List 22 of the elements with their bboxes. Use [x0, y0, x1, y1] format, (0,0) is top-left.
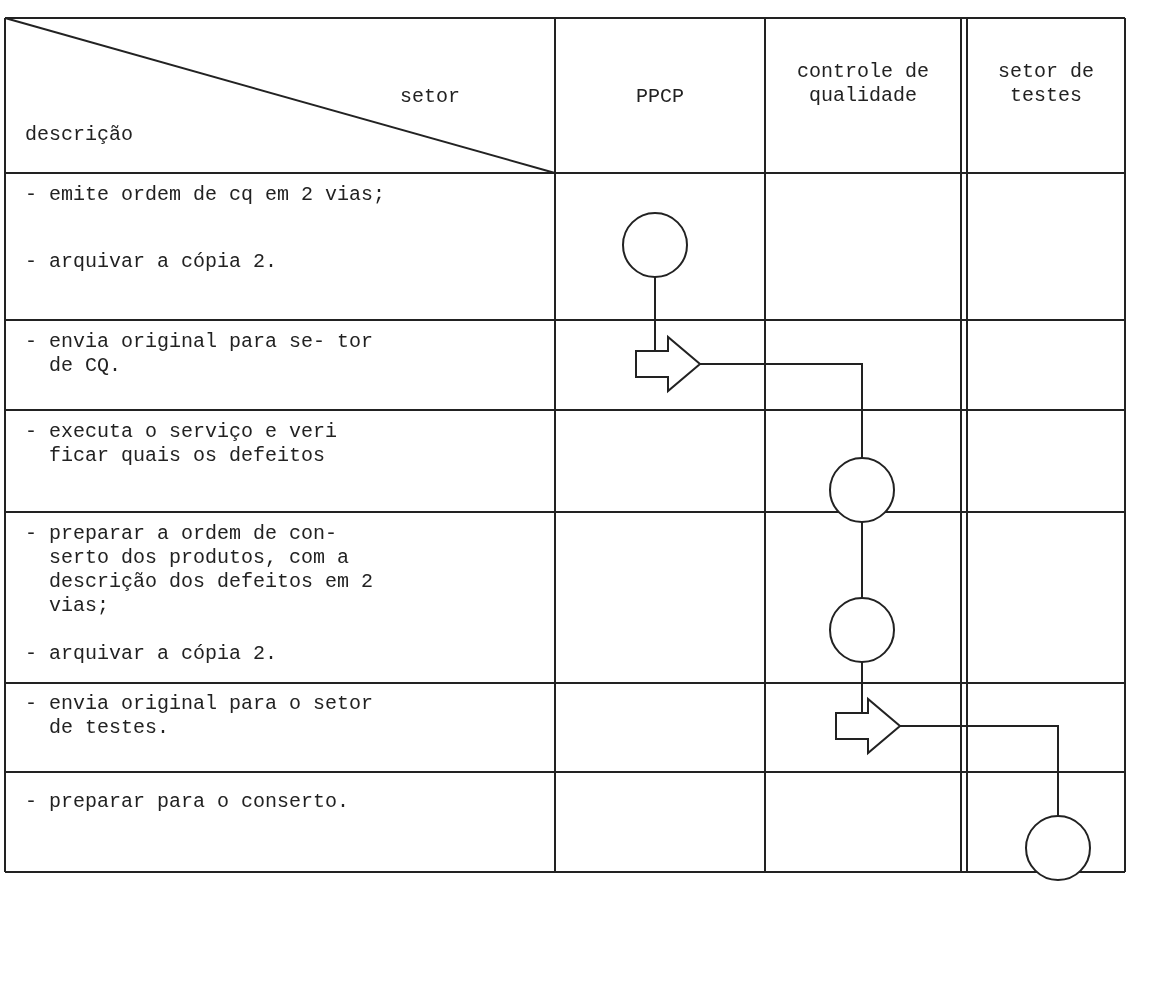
- flow-line: [861, 661, 863, 714]
- step-description: - envia original para o setor de testes.: [25, 692, 375, 740]
- flow-line: [899, 725, 1059, 817]
- operation-circle: [828, 456, 896, 524]
- step-description: - envia original para se- tor de CQ.: [25, 330, 375, 378]
- operation-circle: [1024, 814, 1092, 882]
- column-header: PPCP: [635, 85, 685, 109]
- flow-line: [861, 521, 863, 599]
- step-description: - arquivar a cópia 2.: [25, 642, 279, 666]
- flow-line: [699, 363, 863, 459]
- operation-circle: [621, 211, 689, 279]
- step-description: - preparar para o conserto.: [25, 790, 351, 814]
- column-header: setor de testes: [997, 60, 1095, 108]
- header-label: descrição: [25, 123, 134, 147]
- step-description: - arquivar a cópia 2.: [25, 250, 279, 274]
- step-description: - emite ordem de cq em 2 vias;: [25, 183, 386, 207]
- operation-circle: [828, 596, 896, 664]
- flow-line: [654, 276, 656, 352]
- header-label: setor: [400, 85, 460, 109]
- column-header: controle de qualidade: [796, 60, 930, 108]
- step-description: - executa o serviço e veri ficar quais os defeitos: [25, 420, 339, 468]
- step-description: - preparar a ordem de con- serto dos produtos, com a descrição dos defeitos em 2 vias;: [25, 522, 375, 618]
